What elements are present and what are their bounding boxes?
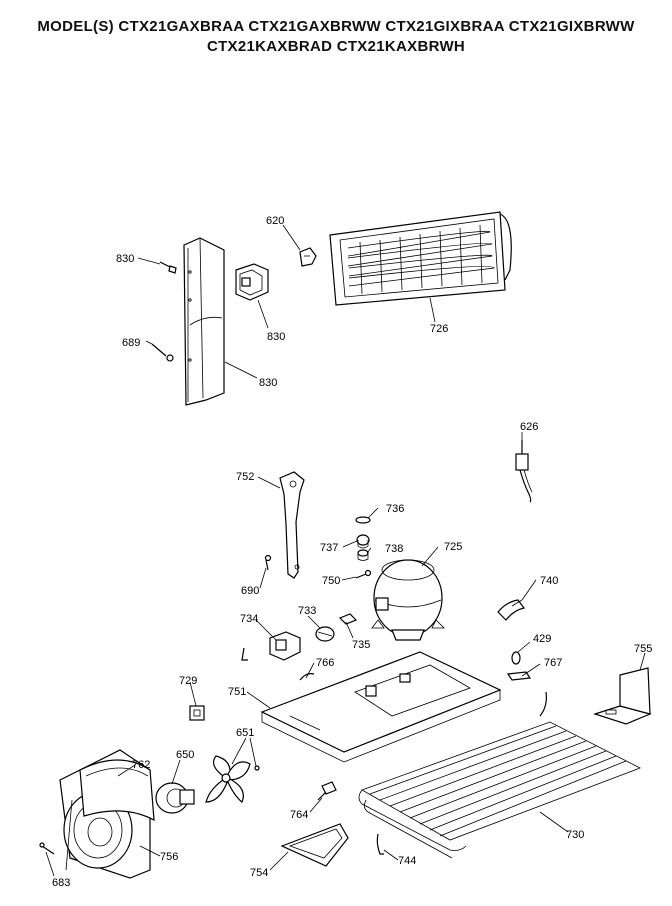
callout-650: 650 bbox=[176, 749, 194, 761]
screw-750 bbox=[355, 569, 372, 579]
bracket-752 bbox=[279, 471, 305, 579]
condenser-coil-730 bbox=[358, 691, 641, 859]
callout-766: 766 bbox=[316, 657, 334, 669]
callout-767: 767 bbox=[544, 657, 562, 669]
screw-689 bbox=[151, 343, 174, 362]
clip-740 bbox=[497, 599, 526, 621]
callout-737: 737 bbox=[320, 542, 338, 554]
part-766 bbox=[299, 673, 315, 681]
callout-689: 689 bbox=[122, 337, 140, 349]
relay-box-830 bbox=[235, 263, 269, 301]
compressor-725 bbox=[371, 559, 445, 641]
callout-762: 762 bbox=[132, 759, 150, 771]
callout-830-channel: 830 bbox=[259, 377, 277, 389]
model-header: MODEL(S) CTX21GAXBRAA CTX21GAXBRWW CTX21… bbox=[0, 18, 672, 55]
model-list-line-1: MODEL(S) CTX21GAXBRAA CTX21GAXBRWW CTX21… bbox=[37, 18, 635, 35]
power-cord-626 bbox=[515, 440, 533, 503]
bracket-755 bbox=[593, 667, 652, 725]
fan-blade-651 bbox=[205, 755, 260, 803]
callout-730: 730 bbox=[566, 829, 584, 841]
cover-762 bbox=[79, 759, 155, 822]
callout-756: 756 bbox=[160, 851, 178, 863]
callout-734: 734 bbox=[240, 613, 258, 625]
callout-755: 755 bbox=[634, 643, 652, 655]
callout-750: 750 bbox=[322, 575, 340, 587]
fan-motor-650 bbox=[155, 782, 195, 814]
clip-744 bbox=[376, 833, 384, 855]
part-729 bbox=[189, 705, 205, 721]
base-pan-751 bbox=[260, 651, 502, 763]
part-735 bbox=[338, 613, 358, 625]
callout-751: 751 bbox=[228, 686, 246, 698]
callout-626: 626 bbox=[520, 421, 538, 433]
callout-651: 651 bbox=[236, 727, 254, 739]
callout-690: 690 bbox=[241, 585, 259, 597]
part-764 bbox=[317, 781, 337, 801]
callout-764: 764 bbox=[290, 809, 308, 821]
screw-690 bbox=[264, 554, 272, 571]
callout-738: 738 bbox=[385, 543, 403, 555]
callout-733: 733 bbox=[298, 605, 316, 617]
callout-754: 754 bbox=[250, 867, 268, 879]
callout-744: 744 bbox=[398, 855, 416, 867]
callout-830-relay: 830 bbox=[267, 331, 285, 343]
drain-tray-754 bbox=[280, 823, 349, 867]
model-list-line-2: CTX21KAXBRAD CTX21KAXBRWH bbox=[206, 38, 466, 55]
relay-734 bbox=[241, 631, 301, 661]
callout-labels: 620 830 830 830 689 726 626 752 736 737 … bbox=[52, 215, 652, 889]
callout-429: 429 bbox=[533, 633, 551, 645]
condenser-726 bbox=[329, 211, 512, 306]
callout-726: 726 bbox=[430, 323, 448, 335]
part-620 bbox=[299, 247, 317, 267]
callout-725: 725 bbox=[444, 541, 462, 553]
part-429 bbox=[511, 651, 521, 665]
channel-bracket-830 bbox=[183, 237, 225, 406]
callout-736: 736 bbox=[386, 503, 404, 515]
grommets-736-737-738 bbox=[355, 516, 371, 561]
callout-620: 620 bbox=[266, 215, 284, 227]
callout-740: 740 bbox=[540, 575, 558, 587]
screw-683 bbox=[39, 842, 55, 855]
callout-683: 683 bbox=[52, 877, 70, 889]
overload-733 bbox=[315, 626, 335, 642]
callout-729: 729 bbox=[179, 675, 197, 687]
callout-735: 735 bbox=[352, 639, 370, 651]
callout-752: 752 bbox=[236, 471, 254, 483]
callout-830-screw: 830 bbox=[116, 253, 134, 265]
leader-lines bbox=[45, 224, 646, 877]
screw-830 bbox=[159, 261, 177, 274]
